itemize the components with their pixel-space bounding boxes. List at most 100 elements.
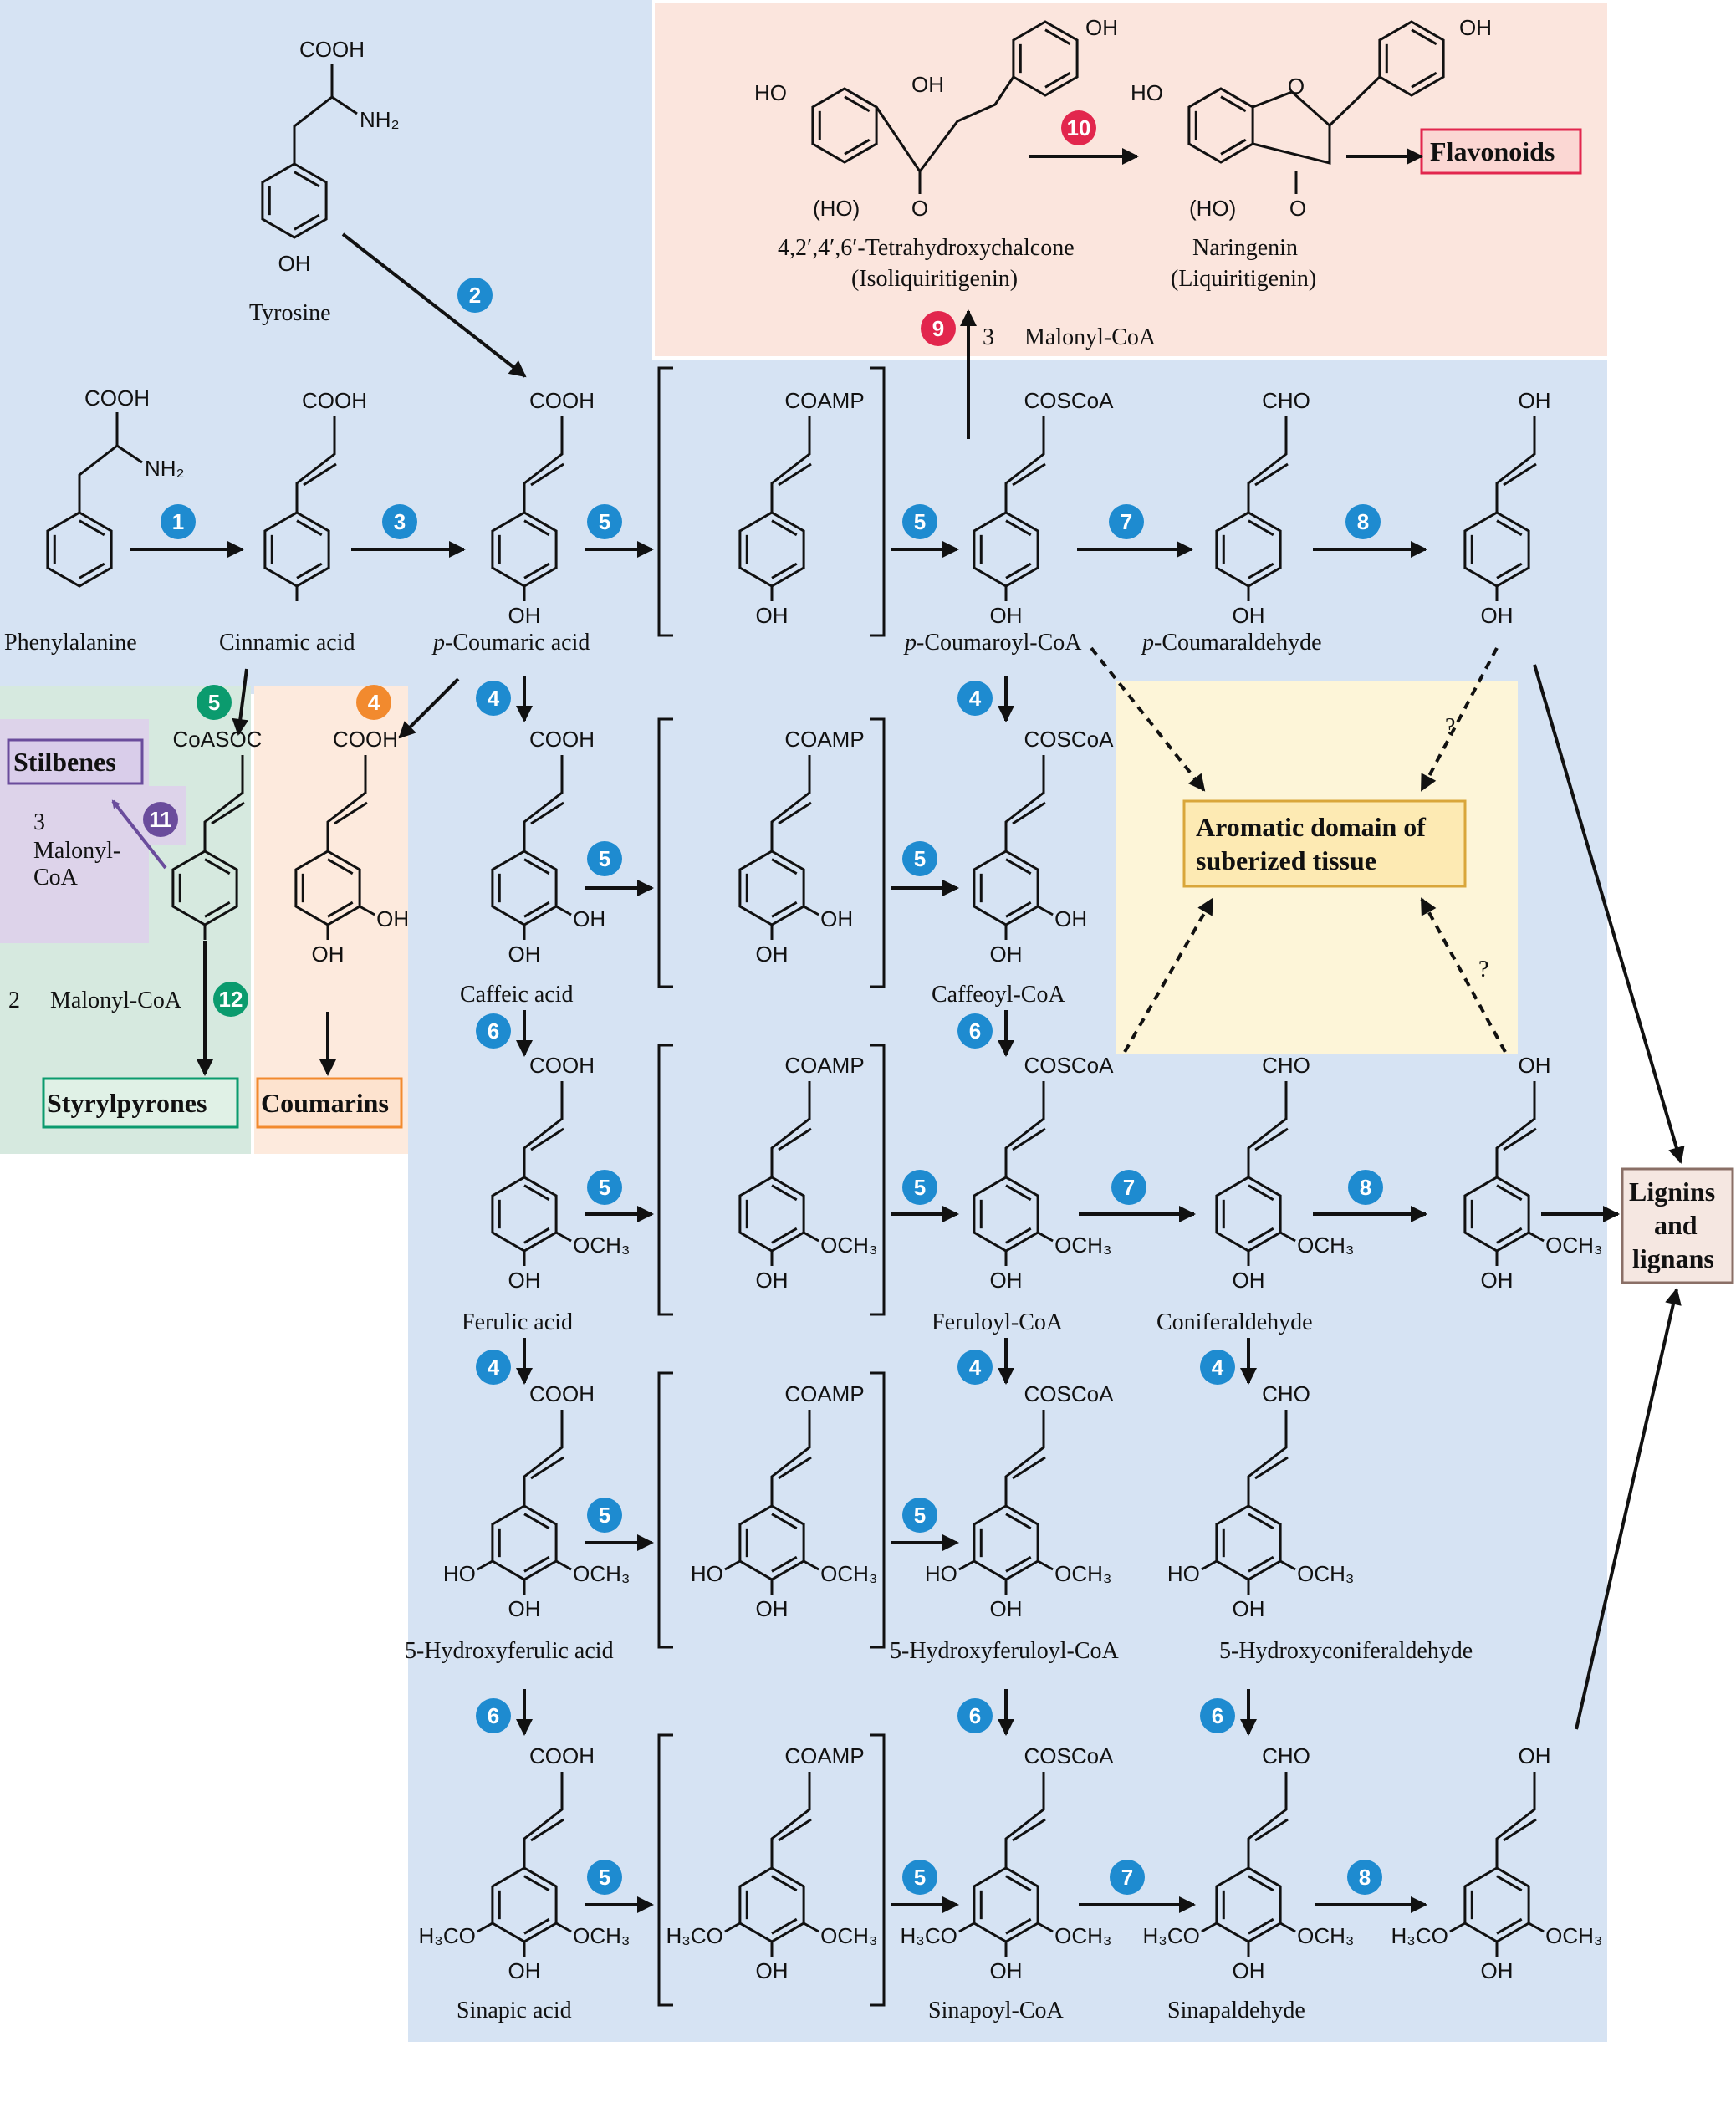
- step-number: 2: [469, 283, 481, 308]
- flavonoids-box: [1420, 128, 1582, 175]
- label-coumaraldehyde-rest: -Coumaraldehyde: [1154, 630, 1322, 656]
- chalcone-oh-b: OH: [1085, 15, 1118, 40]
- caffeic-coa-chain-dbl: [1012, 801, 1046, 825]
- caffeic-amp-m3-group: OH: [820, 906, 853, 931]
- coumaric-coa-dbl-0: [1005, 519, 1032, 537]
- hydroxyferulic-amp-m3-group: OCH₃: [820, 1561, 877, 1586]
- step-circle: [921, 311, 956, 346]
- caffeic-amp-chain: [770, 755, 811, 851]
- step-circle: [902, 841, 937, 876]
- step-6-marker: 6: [476, 1013, 511, 1049]
- hydroxyconiferaldehyde-top-group: CHO: [1262, 1381, 1310, 1406]
- step-7-marker: 7: [1109, 504, 1144, 539]
- caffeic-amp-dbl-0: [771, 858, 798, 875]
- hydroxyferulic-coa-m3-bond: [1037, 1559, 1054, 1571]
- arrow-step2: [341, 232, 527, 378]
- malonyl-3-num: 3: [983, 324, 994, 350]
- ferulic-amp-chain: [770, 1081, 811, 1177]
- arrow-row5-to-lignins: [1575, 1288, 1682, 1730]
- step-number: 5: [914, 1175, 926, 1200]
- hydroxyferulic-acid-m5-bond: [477, 1559, 493, 1571]
- step-5-marker: 5: [587, 504, 622, 539]
- step-circle: [902, 1860, 937, 1895]
- chalcone-a-dbl-1: [844, 138, 871, 156]
- alcohol-1-para-oh: OH: [1481, 1268, 1514, 1293]
- styrylpyrones-box: [42, 1077, 239, 1129]
- lignins-label-c: lignans: [1632, 1243, 1714, 1273]
- coumarin-precursor-para-oh: OH: [312, 942, 345, 967]
- caffeic-acid-m3-bond: [555, 905, 572, 916]
- step-number: 8: [1359, 1865, 1371, 1890]
- lignins-label-b: and: [1654, 1210, 1698, 1240]
- step-2-marker: 2: [457, 278, 493, 313]
- step-circle: [587, 1498, 622, 1533]
- step-number: 9: [932, 316, 944, 341]
- coumarins-box: [256, 1077, 403, 1129]
- coumaric-amp-chain-dbl: [778, 462, 812, 487]
- hydroxyferulic-acid-m3-bond: [555, 1559, 572, 1571]
- ferulic-acid-dbl-0: [523, 1184, 550, 1202]
- phenylalanine-ring: [46, 511, 113, 588]
- coniferaldehyde-chain-dbl: [1254, 1127, 1289, 1151]
- label-coniferaldehyde: Coniferaldehyde: [1156, 1309, 1313, 1335]
- stilbenes-label: Stilbenes: [13, 747, 116, 777]
- alcohol-0-dbl-0: [1496, 519, 1523, 537]
- coumaric-coa-chain-dbl: [1012, 462, 1046, 487]
- caffeic-acid-para-oh: OH: [508, 942, 541, 967]
- question-mark-a: ?: [1445, 714, 1455, 740]
- dash-coumaroylcoa: [1090, 646, 1206, 792]
- tyr-chain: [293, 64, 334, 164]
- hydroxyconiferaldehyde-dbl-0: [1248, 1513, 1274, 1530]
- sinapic-amp-chain: [770, 1772, 811, 1868]
- alcohol-0-chain: [1495, 416, 1536, 513]
- step-4-marker: 4: [476, 1350, 511, 1385]
- caffeic-acid-dbl-1: [523, 901, 550, 918]
- coumaraldehyde-chain-dbl: [1254, 462, 1289, 487]
- step-5-marker: 5: [587, 841, 622, 876]
- bracket-right-3: [870, 1371, 886, 1649]
- phe-chain: [78, 412, 119, 513]
- lignins-label-a: Lignins: [1629, 1176, 1715, 1207]
- step-circle: [1109, 504, 1144, 539]
- step-number: 8: [1357, 509, 1369, 534]
- step-number: 5: [208, 690, 220, 715]
- naringenin-a-dbl-1: [1220, 138, 1247, 156]
- step-number: 6: [1212, 1703, 1223, 1728]
- naringenin-a-dbl-0: [1220, 95, 1247, 113]
- arrow-row1-to-lignins: [1533, 664, 1685, 1164]
- sinapic-amp-m3-bond: [803, 1922, 819, 1933]
- step-4-marker: 4: [1200, 1350, 1235, 1385]
- hydroxyferulic-amp-top-group: COAMP: [784, 1381, 864, 1406]
- coumaroyl-coa-side-chain-dbl: [211, 801, 245, 825]
- label-coumaraldehyde-prefix: p: [1141, 630, 1154, 656]
- structures: COOHOHCOAMPOHCOSCoAOHCOOHOHOHCOAMPOHOHCO…: [46, 15, 1602, 1983]
- step-number: 4: [969, 686, 982, 711]
- sinapaldehyde-top-group: CHO: [1262, 1743, 1310, 1768]
- step-number: 4: [488, 1355, 500, 1380]
- label-naringenin: Naringenin: [1192, 235, 1298, 261]
- ferulic-coa-para-oh: OH: [990, 1268, 1023, 1293]
- step-circle: [476, 1013, 511, 1049]
- coumarin-precursor-chain-dbl: [334, 801, 368, 825]
- tyr-oh: OH: [278, 251, 311, 276]
- alcohol-1-dbl-0: [1496, 1184, 1523, 1202]
- cinnamic-dbl-0: [296, 519, 323, 537]
- step-5-marker: 5: [902, 1860, 937, 1895]
- suberized-label-b: suberized tissue: [1196, 845, 1376, 875]
- sinapic-coa-para-oh: OH: [990, 1958, 1023, 1983]
- alcohol-2-m5-group: H₃CO: [1391, 1923, 1448, 1948]
- naringenin-ho-paren: (HO): [1189, 196, 1236, 221]
- ferulic-amp-dbl-1: [771, 1227, 798, 1244]
- sinapic-amp-m3-group: OCH₃: [820, 1923, 877, 1948]
- tyr-cooh: COOH: [299, 37, 365, 62]
- bracket-left-4: [657, 1733, 673, 2007]
- hydroxyferulic-coa-dbl-1: [1005, 1555, 1032, 1573]
- caffeic-coa-dbl-0: [1005, 858, 1032, 875]
- hydroxyferulic-acid-dbl-0: [523, 1513, 550, 1530]
- coumarin-precursor-top-group: COOH: [333, 727, 398, 752]
- sinapaldehyde-m5-bond: [1201, 1922, 1218, 1933]
